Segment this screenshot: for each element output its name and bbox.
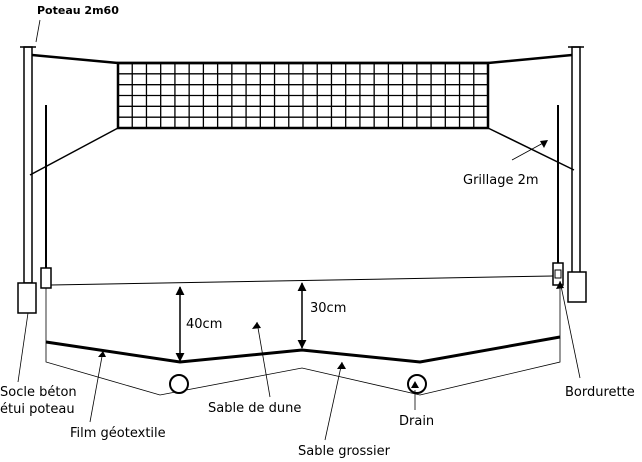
label-socle-line1: Socle béton [0, 385, 77, 400]
label-grillage: Grillage 2m [463, 173, 539, 188]
right-guy-line [487, 127, 575, 171]
leader-lines [17, 19, 581, 441]
right-concrete-base [567, 271, 587, 303]
label-sable-dune: Sable de dune [208, 401, 301, 416]
label-film: Film géotextile [70, 426, 166, 441]
left-bordurette [40, 267, 52, 289]
sand-surface-line [50, 275, 554, 286]
geotextile-film-line [45, 335, 561, 364]
label-drain: Drain [399, 414, 434, 429]
left-concrete-base [17, 282, 37, 314]
label-dimension-30cm: 30cm [310, 301, 346, 316]
net-mesh [116, 61, 490, 130]
label-bordurette: Bordurette [565, 385, 635, 400]
right-drain-pipe [407, 374, 427, 394]
label-dimension-40cm: 40cm [186, 317, 222, 332]
left-drain-pipe [169, 374, 189, 394]
label-socle-line2: étui poteau [0, 402, 75, 417]
coarse-sand-outline [45, 285, 561, 396]
label-sable-grossier: Sable grossier [298, 444, 391, 459]
leader-arrowheads [98, 140, 564, 388]
left-pole [20, 46, 36, 284]
left-guy-line [29, 127, 119, 176]
label-poteau: Poteau 2m60 [37, 4, 119, 17]
